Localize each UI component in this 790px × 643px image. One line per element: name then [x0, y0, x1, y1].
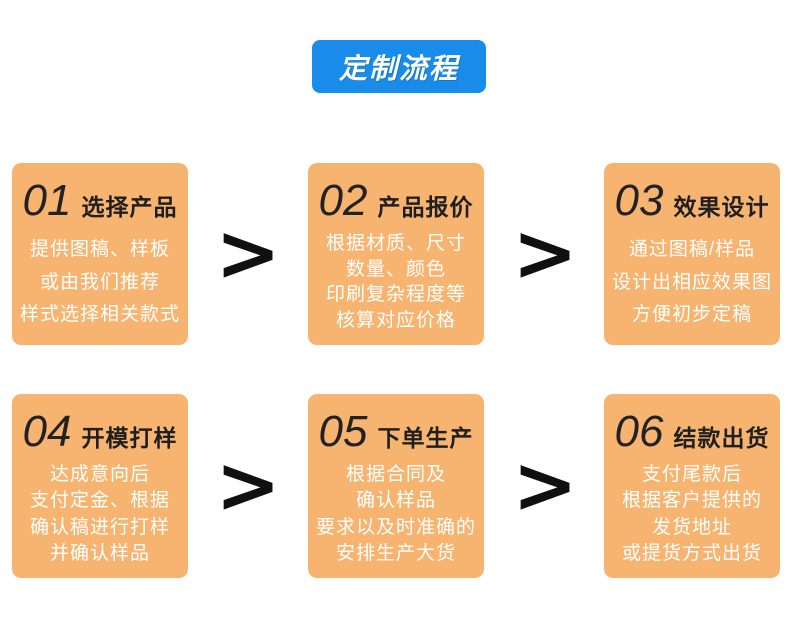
step-2-line-3: 印刷复杂程度等 — [325, 284, 466, 306]
step-2-title: 产品报价 — [377, 194, 474, 220]
step-2-description: 根据材质、尺寸 数量、颜色 印刷复杂程度等 核算对应价格 — [314, 229, 478, 335]
step-2-line-1: 根据材质、尺寸 — [325, 232, 466, 254]
arrow-step2-to-step3: > — [512, 209, 578, 299]
step-2-number: 02 — [318, 176, 368, 225]
step-1-title: 选择产品 — [81, 194, 178, 220]
step-card-3: 03 效果设计 通过图稿/样品 设计出相应效果图 方便初步定稿 — [604, 163, 780, 345]
step-card-5: 05 下单生产 根据合同及 确认样品 要求以及时准确的 安排生产大货 — [308, 394, 484, 578]
step-5-line-3: 要求以及时准确的 — [315, 516, 476, 538]
step-3-line-1: 通过图稿/样品 — [628, 239, 756, 261]
step-6-header: 06 结款出货 — [610, 410, 774, 454]
step-3-number: 03 — [614, 176, 664, 225]
step-4-number: 04 — [22, 407, 72, 456]
step-5-line-1: 根据合同及 — [345, 464, 446, 486]
step-4-line-3: 确认稿进行打样 — [29, 516, 170, 538]
step-1-header: 01 选择产品 — [18, 179, 182, 223]
step-5-number: 05 — [318, 407, 368, 456]
arrow-step5-to-step6: > — [512, 441, 578, 531]
step-5-title: 下单生产 — [377, 425, 474, 451]
step-4-line-2: 支付定金、根据 — [29, 490, 170, 512]
step-4-line-1: 达成意向后 — [49, 464, 150, 486]
step-6-line-1: 支付尾款后 — [641, 464, 742, 486]
step-card-2: 02 产品报价 根据材质、尺寸 数量、颜色 印刷复杂程度等 核算对应价格 — [308, 163, 484, 345]
step-5-description: 根据合同及 确认样品 要求以及时准确的 安排生产大货 — [314, 460, 478, 568]
step-6-line-3: 发货地址 — [651, 516, 732, 538]
step-4-title: 开模打样 — [81, 425, 178, 451]
step-3-header: 03 效果设计 — [610, 179, 774, 223]
step-3-line-2: 设计出相应效果图 — [611, 271, 772, 293]
step-6-description: 支付尾款后 根据客户提供的 发货地址 或提货方式出货 — [610, 460, 774, 568]
arrow-step1-to-step2: > — [215, 209, 281, 299]
step-card-4: 04 开模打样 达成意向后 支付定金、根据 确认稿进行打样 并确认样品 — [12, 394, 188, 578]
process-title-badge: 定制流程 — [312, 40, 486, 93]
step-2-line-2: 数量、颜色 — [345, 258, 446, 280]
step-4-line-4: 并确认样品 — [49, 542, 150, 564]
step-2-line-4: 核算对应价格 — [335, 310, 456, 332]
step-3-title: 效果设计 — [673, 194, 770, 220]
step-4-description: 达成意向后 支付定金、根据 确认稿进行打样 并确认样品 — [18, 460, 182, 568]
step-4-header: 04 开模打样 — [18, 410, 182, 454]
step-card-6: 06 结款出货 支付尾款后 根据客户提供的 发货地址 或提货方式出货 — [604, 394, 780, 578]
arrow-step4-to-step5: > — [215, 441, 281, 531]
step-6-line-4: 或提货方式出货 — [621, 542, 762, 564]
step-card-1: 01 选择产品 提供图稿、样板 或由我们推荐 样式选择相关款式 — [12, 163, 188, 345]
step-6-line-2: 根据客户提供的 — [621, 490, 762, 512]
step-5-line-2: 确认样品 — [355, 490, 436, 512]
step-1-number: 01 — [22, 176, 72, 225]
step-1-line-1: 提供图稿、样板 — [29, 239, 170, 261]
step-2-header: 02 产品报价 — [314, 179, 478, 223]
step-1-line-2: 或由我们推荐 — [39, 271, 160, 293]
step-1-description: 提供图稿、样板 或由我们推荐 样式选择相关款式 — [18, 229, 182, 335]
step-1-line-3: 样式选择相关款式 — [19, 303, 180, 325]
step-3-description: 通过图稿/样品 设计出相应效果图 方便初步定稿 — [610, 229, 774, 335]
step-6-title: 结款出货 — [673, 425, 770, 451]
step-3-line-3: 方便初步定稿 — [631, 303, 752, 325]
step-6-number: 06 — [614, 407, 664, 456]
step-5-line-4: 安排生产大货 — [335, 542, 456, 564]
process-title: 定制流程 — [338, 52, 459, 84]
step-5-header: 05 下单生产 — [314, 410, 478, 454]
